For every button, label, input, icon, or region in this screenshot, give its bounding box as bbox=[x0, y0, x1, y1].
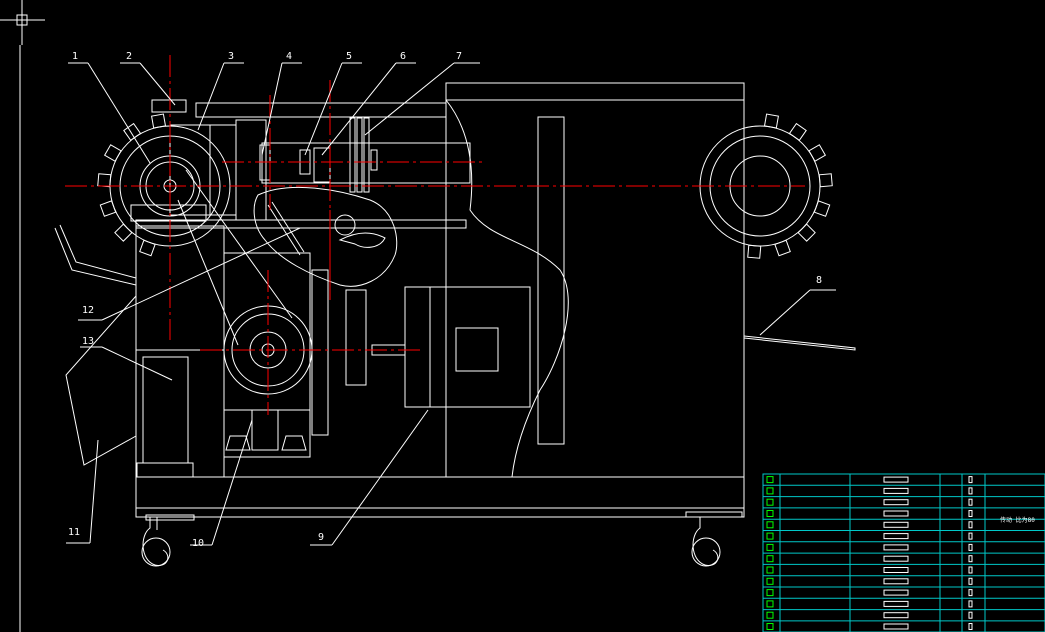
leader-lines bbox=[66, 62, 836, 546]
part-label: 6 bbox=[400, 51, 406, 62]
cell-text-placeholder bbox=[883, 600, 909, 607]
row-marker-icon bbox=[766, 487, 774, 495]
drum-tooth bbox=[114, 223, 133, 242]
drum-tooth bbox=[103, 144, 122, 162]
drum-tooth bbox=[139, 239, 156, 257]
cell-text-placeholder bbox=[883, 476, 909, 483]
row-marker-icon bbox=[766, 510, 774, 517]
row-marker-icon bbox=[766, 566, 774, 574]
part-label: 12 bbox=[82, 305, 94, 316]
cell-text-placeholder bbox=[968, 498, 973, 506]
cell-text-placeholder bbox=[968, 543, 973, 551]
row-marker-icon bbox=[766, 532, 774, 540]
part-label: 5 bbox=[346, 51, 352, 62]
part-label: 9 bbox=[318, 532, 324, 543]
cell-text-placeholder bbox=[883, 612, 909, 619]
drum-tooth bbox=[797, 223, 816, 242]
drum-tooth bbox=[774, 239, 791, 257]
cell-text-placeholder bbox=[883, 578, 909, 585]
part-labels: 1 2 3 4 5 6 7 8 9 10 11 12 13 bbox=[68, 51, 822, 549]
drum-tooth bbox=[813, 200, 831, 217]
part-label: 2 bbox=[126, 51, 132, 62]
part-label: 8 bbox=[816, 275, 822, 286]
row-marker-icon bbox=[766, 476, 774, 484]
row-marker-icon bbox=[766, 623, 774, 630]
cell-text-placeholder bbox=[968, 623, 973, 630]
drum-tooth bbox=[97, 173, 112, 188]
row-marker-icon bbox=[766, 611, 774, 619]
row-marker-icon bbox=[766, 521, 774, 529]
row-marker-icon bbox=[766, 498, 774, 506]
cell-text-placeholder bbox=[968, 510, 973, 517]
drum-tooth bbox=[151, 113, 167, 129]
ucs-cursor-icon bbox=[0, 0, 45, 45]
cell-text-placeholder bbox=[968, 611, 973, 619]
shaft-assembly bbox=[169, 117, 471, 221]
cell-text-placeholder bbox=[968, 600, 973, 608]
cell-text-placeholder bbox=[883, 521, 909, 528]
row-marker-icon bbox=[766, 577, 774, 585]
cell-text-placeholder bbox=[883, 567, 909, 573]
row-marker-icon bbox=[766, 589, 774, 597]
cell-text-placeholder bbox=[968, 532, 973, 540]
drum-tooth bbox=[123, 122, 142, 141]
drive-belt bbox=[177, 169, 367, 436]
cell-text-placeholder bbox=[968, 566, 973, 574]
cell-text-placeholder bbox=[883, 555, 909, 562]
cell-text-placeholder bbox=[883, 533, 909, 540]
drum-tooth bbox=[763, 113, 779, 129]
cell-text-placeholder bbox=[968, 521, 973, 529]
drum-tooth bbox=[99, 200, 117, 217]
cell-text-placeholder bbox=[883, 499, 909, 506]
cell-text-placeholder bbox=[968, 589, 973, 597]
part-label: 10 bbox=[192, 538, 204, 549]
part-label: 11 bbox=[68, 527, 80, 538]
cell-text-placeholder bbox=[883, 589, 909, 596]
right-drum-teeth bbox=[747, 113, 833, 259]
cell-text-placeholder bbox=[968, 487, 973, 495]
centerlines bbox=[65, 55, 805, 415]
row-marker-icon bbox=[766, 555, 774, 563]
cell-text-placeholder bbox=[968, 555, 973, 563]
part-label: 3 bbox=[228, 51, 234, 62]
cell-text-placeholder bbox=[883, 510, 909, 517]
cell-text-placeholder bbox=[883, 487, 909, 494]
title-block-note: 传动 比为80 bbox=[1000, 516, 1035, 524]
cam-part bbox=[253, 186, 398, 287]
machine-frame bbox=[135, 82, 745, 567]
left-drum-teeth bbox=[97, 113, 167, 257]
hoppers bbox=[54, 224, 856, 466]
drum-tooth bbox=[747, 244, 762, 259]
cell-text-placeholder bbox=[883, 544, 909, 551]
cell-text-placeholder bbox=[968, 577, 973, 585]
part-label: 4 bbox=[286, 51, 292, 62]
cell-text-placeholder bbox=[968, 476, 973, 484]
motor bbox=[371, 286, 531, 408]
part-label: 7 bbox=[456, 51, 462, 62]
cell-text-placeholder bbox=[883, 623, 909, 630]
drum-tooth bbox=[788, 122, 807, 141]
part-label: 13 bbox=[82, 336, 94, 347]
row-marker-icon bbox=[766, 543, 774, 551]
drum-tooth bbox=[808, 144, 827, 162]
row-marker-icon bbox=[766, 600, 774, 608]
drum-tooth bbox=[818, 173, 833, 188]
parts-list-table bbox=[762, 473, 1045, 632]
part-label: 1 bbox=[72, 51, 78, 62]
